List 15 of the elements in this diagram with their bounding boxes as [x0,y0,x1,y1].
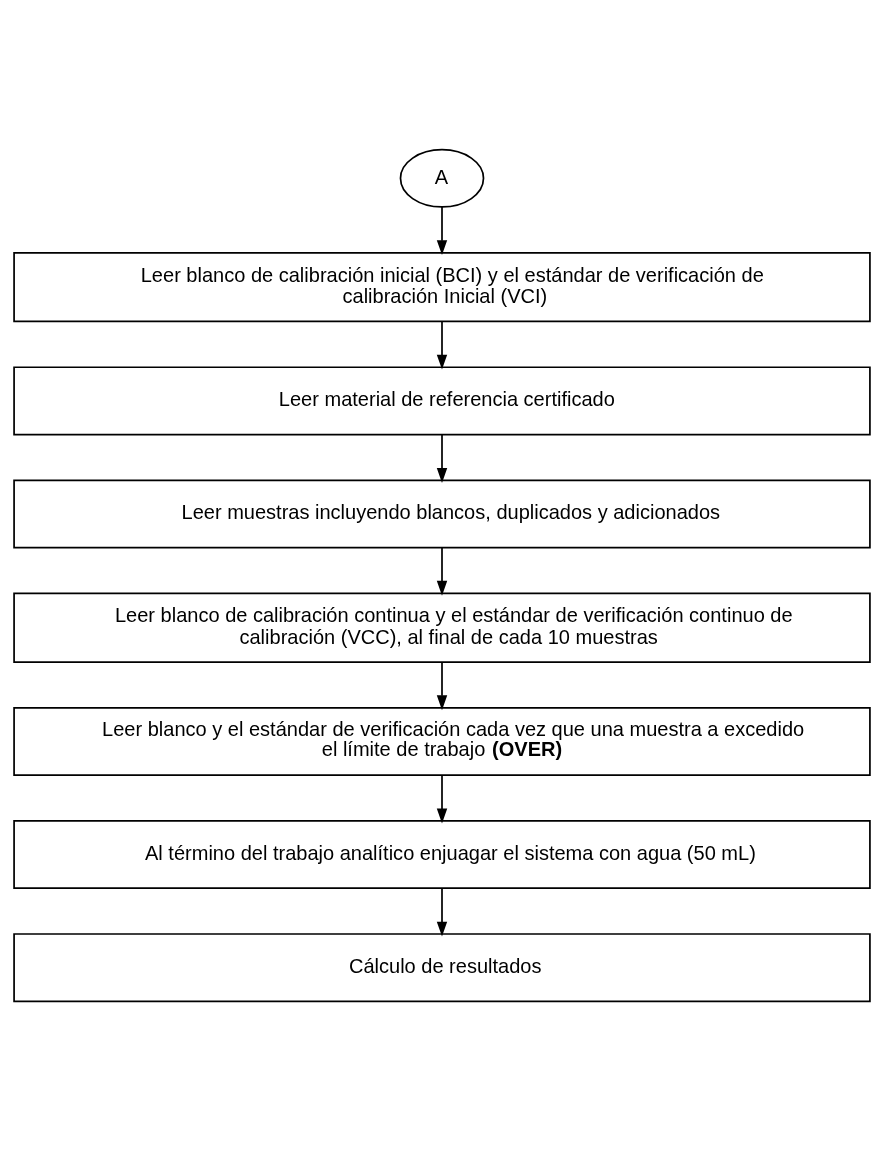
node-box: Leer muestras incluyendo blancos, duplicados y adicionados [13,478,871,548]
arrow [436,433,448,483]
node-box: Cálculo de resultados [13,932,871,1002]
arrow [436,546,448,596]
arrow [436,774,448,824]
arrow [436,320,448,370]
node-box: Leer blanco y el estándar de verificación cada vez que una muestra a excedido el límite de trabajo (OVER) [13,706,871,776]
node-box: Leer blanco de calibración continua y el estándar de verificación continuo de calibración (VCC), al final de cada 10 muestras [13,592,871,663]
arrow [436,205,448,255]
node-ellipse: A [399,148,485,208]
arrow [436,887,448,937]
node-box: Al término del trabajo analítico enjuagar el sistema con agua (50 mL) [13,819,871,889]
node-box: Leer blanco de calibración inicial (BCI) y el estándar de verificación de calibración Inicial (VCI) [13,251,871,322]
arrow [436,661,448,710]
node-box: Leer material de referencia certificado [13,365,871,435]
